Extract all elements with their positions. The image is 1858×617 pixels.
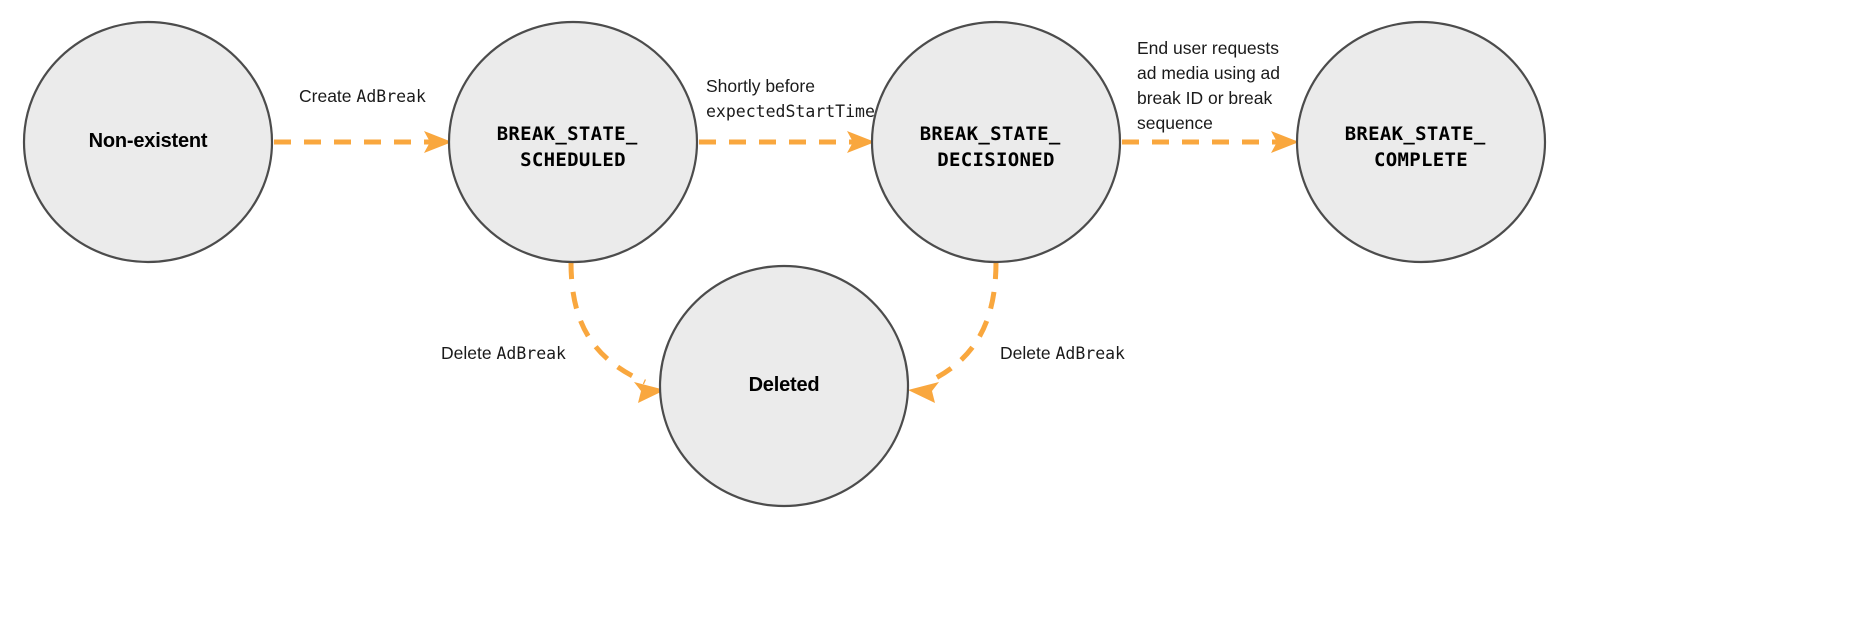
edge-create-adbreak: [274, 131, 452, 153]
edge-label-create-adbreak: Create AdBreak: [299, 86, 426, 106]
node-label: BREAK_STATE_ DECISIONED: [920, 123, 1073, 171]
edge-line: [926, 261, 999, 385]
edge-delete-adbreak-from-decisioned: [908, 261, 999, 403]
edge-line: [568, 261, 647, 385]
arrowhead-icon: [1271, 131, 1299, 153]
node-label: Non-existent: [89, 130, 208, 152]
edge-shortly-before-expected-start-time: [699, 131, 875, 153]
arrowhead-icon: [847, 131, 875, 153]
node-label: Deleted: [749, 374, 820, 396]
arrowhead-icon: [634, 382, 665, 403]
node-deleted[interactable]: Deleted: [658, 264, 910, 508]
node-non-existent[interactable]: Non-existent: [22, 20, 274, 264]
edge-delete-adbreak-from-scheduled: [568, 261, 665, 403]
edge-label-end-user-requests-ad-media: End user requests ad media using ad brea…: [1137, 38, 1285, 133]
node-shape[interactable]: [447, 20, 699, 264]
node-shape[interactable]: [1295, 20, 1547, 264]
edge-label-delete-adbreak-from-decisioned: Delete AdBreak: [1000, 343, 1125, 363]
node-break-state-scheduled[interactable]: BREAK_STATE_ SCHEDULED: [447, 20, 699, 264]
node-shape[interactable]: [658, 264, 910, 508]
edge-label-shortly-before-expected-start-time: Shortly before expectedStartTime: [706, 76, 875, 121]
node-break-state-decisioned[interactable]: BREAK_STATE_ DECISIONED: [870, 20, 1122, 264]
node-label: BREAK_STATE_ COMPLETE: [1345, 123, 1498, 171]
edge-label-delete-adbreak-from-scheduled: Delete AdBreak: [441, 343, 566, 363]
node-shape[interactable]: [870, 20, 1122, 264]
node-label: BREAK_STATE_ SCHEDULED: [497, 123, 650, 171]
node-break-state-complete[interactable]: BREAK_STATE_ COMPLETE: [1295, 20, 1547, 264]
arrowhead-icon: [424, 131, 452, 153]
node-shape[interactable]: [22, 20, 274, 264]
arrowhead-icon: [908, 382, 939, 403]
edge-end-user-requests-ad-media: [1122, 131, 1299, 153]
